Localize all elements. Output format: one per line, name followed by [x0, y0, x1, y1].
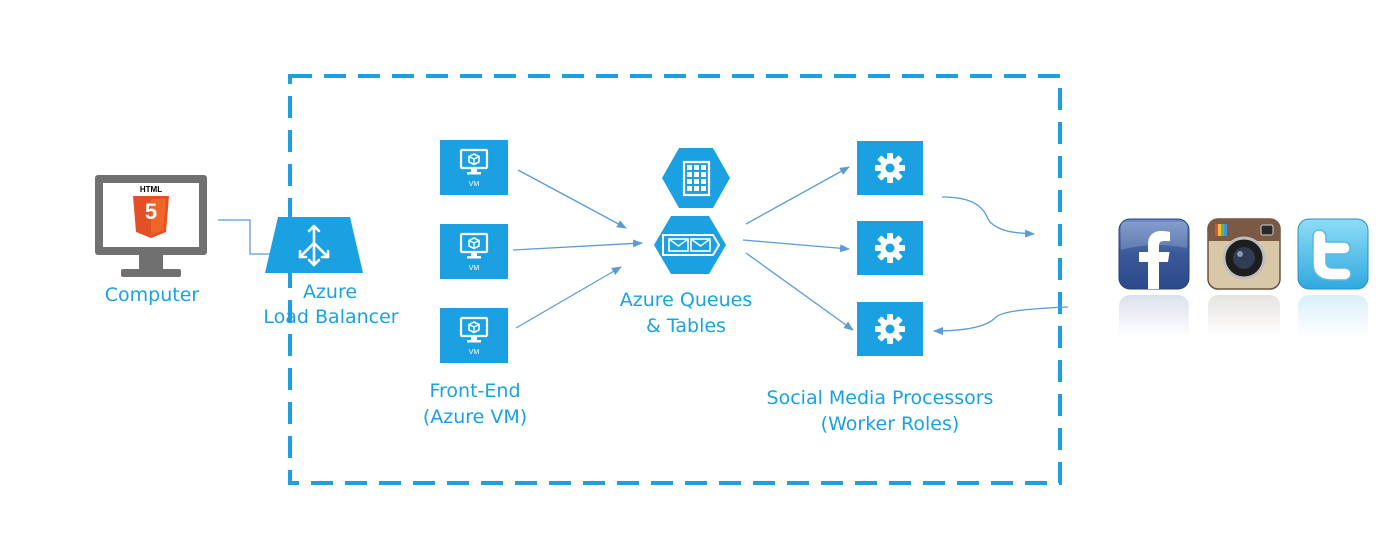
connector-queue-worker2: [742, 239, 850, 253]
connector-social-worker-in: [933, 306, 1069, 335]
storage-label-line2: & Tables: [646, 315, 726, 337]
connector-vm1-queue: [517, 169, 627, 229]
vm-tile-3: VM: [440, 308, 508, 363]
azure-table-icon: [662, 148, 730, 208]
facebook-reflection-icon: [1119, 295, 1189, 365]
vm-label: VM: [468, 181, 480, 188]
vm-tile-1: VM: [440, 140, 508, 195]
load-balancer-label-line1: Azure: [302, 281, 358, 303]
gear-icon: [875, 153, 905, 183]
twitter-node: [1297, 218, 1369, 365]
connector-queue-worker3: [745, 252, 854, 331]
html5-logo: HTML 5: [129, 185, 173, 243]
load-balancer-icon: [265, 217, 363, 273]
twitter-reflection-icon: [1298, 295, 1368, 365]
instagram-icon: [1207, 218, 1281, 290]
worker-role-tile-1: [857, 141, 923, 195]
connector-vm2-queue: [512, 239, 643, 251]
gear-icon: [875, 314, 905, 344]
worker-role-tile-2: [857, 221, 923, 275]
instagram-node: [1207, 218, 1281, 365]
vm-monitor-icon: [459, 316, 489, 343]
connector-worker-social-out: [941, 196, 1035, 238]
vm-label: VM: [468, 349, 480, 356]
facebook-node: [1118, 218, 1190, 365]
connector-vm3-queue: [515, 266, 622, 329]
load-balancer-node: [265, 217, 363, 273]
front-end-label-line1: Front-End: [429, 380, 521, 402]
storage-label-line1: Azure Queues: [619, 289, 753, 311]
vm-label: VM: [468, 265, 480, 272]
processors-label-line1: Social Media Processors: [766, 387, 994, 409]
vm-monitor-icon: [459, 148, 489, 175]
twitter-icon: [1297, 218, 1369, 290]
connector-queue-worker1: [745, 166, 850, 225]
front-end-label-line2: (Azure VM): [422, 406, 528, 428]
gear-icon: [875, 233, 905, 263]
vm-monitor-icon: [459, 232, 489, 259]
azure-boundary: [288, 74, 1062, 485]
computer-node: HTML 5: [93, 174, 209, 284]
load-balancer-label-line2: Load Balancer: [263, 306, 399, 328]
azure-queue-icon: [654, 216, 726, 274]
html-badge-text: HTML: [139, 185, 163, 194]
worker-role-tile-3: [857, 302, 923, 356]
html5-number: 5: [144, 199, 158, 224]
processors-label-line2: (Worker Roles): [820, 413, 960, 435]
facebook-icon: [1118, 218, 1190, 290]
computer-label: Computer: [104, 284, 200, 306]
instagram-reflection-icon: [1208, 295, 1280, 365]
vm-tile-2: VM: [440, 224, 508, 279]
html5-shield-icon: [133, 196, 169, 238]
